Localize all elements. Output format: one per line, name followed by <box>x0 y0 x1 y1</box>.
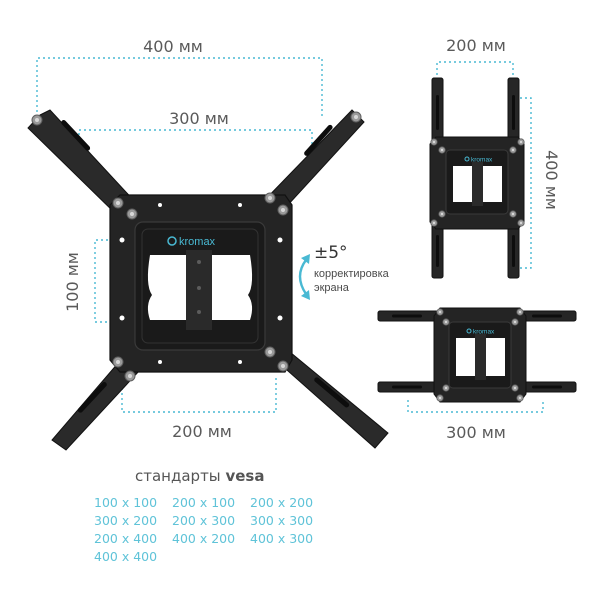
tall-mount: kromax 200 мм 400 мм <box>429 36 561 279</box>
tilt-arrow-icon <box>298 259 308 295</box>
main-logo-text: kromax <box>179 236 216 248</box>
main-bottom-label: 200 мм <box>172 422 232 441</box>
tall-height-label: 400 мм <box>542 150 561 210</box>
tall-width-label: 200 мм <box>446 36 506 55</box>
wide-width-label: 300 мм <box>446 423 506 442</box>
vesa-size: 200 x 400 <box>94 531 158 546</box>
vesa-size: 400 x 200 <box>172 531 236 546</box>
tilt-caption-line2: экрана <box>314 282 350 294</box>
vesa-title-bold: vesa <box>225 467 265 485</box>
main-plate: kromax <box>31 111 362 382</box>
vesa-size: 300 x 300 <box>250 513 314 528</box>
vesa-size: 300 x 200 <box>94 513 158 528</box>
tilt-caption-line1: корректировка <box>314 268 390 280</box>
vesa-title: стандарты vesa <box>135 467 264 485</box>
wide-mount: kromax 300 мм <box>377 307 577 442</box>
tall-logo-text: kromax <box>471 157 493 164</box>
main-mount: kromax 400 мм 300 мм 100 мм 200 мм ±5° к… <box>27 37 390 451</box>
vesa-size: 200 x 300 <box>172 513 236 528</box>
vesa-title-prefix: стандарты <box>135 467 221 485</box>
main-arms <box>27 109 389 451</box>
vesa-sizes-grid: 100 x 100 200 x 100 200 x 200 300 x 200 … <box>94 494 328 565</box>
tilt-angle: ±5° <box>314 243 348 263</box>
main-width-inner-label: 300 мм <box>169 109 229 128</box>
vesa-size: 200 x 100 <box>172 495 236 510</box>
main-width-outer-label: 400 мм <box>143 37 203 56</box>
vesa-size: 100 x 100 <box>94 495 158 510</box>
vesa-size: 200 x 200 <box>250 495 314 510</box>
logo-icon <box>167 236 177 246</box>
wide-logo-text: kromax <box>473 329 495 336</box>
vesa-size: 400 x 400 <box>94 549 158 564</box>
main-height-label: 100 мм <box>63 252 82 312</box>
vesa-size: 400 x 300 <box>250 531 314 546</box>
